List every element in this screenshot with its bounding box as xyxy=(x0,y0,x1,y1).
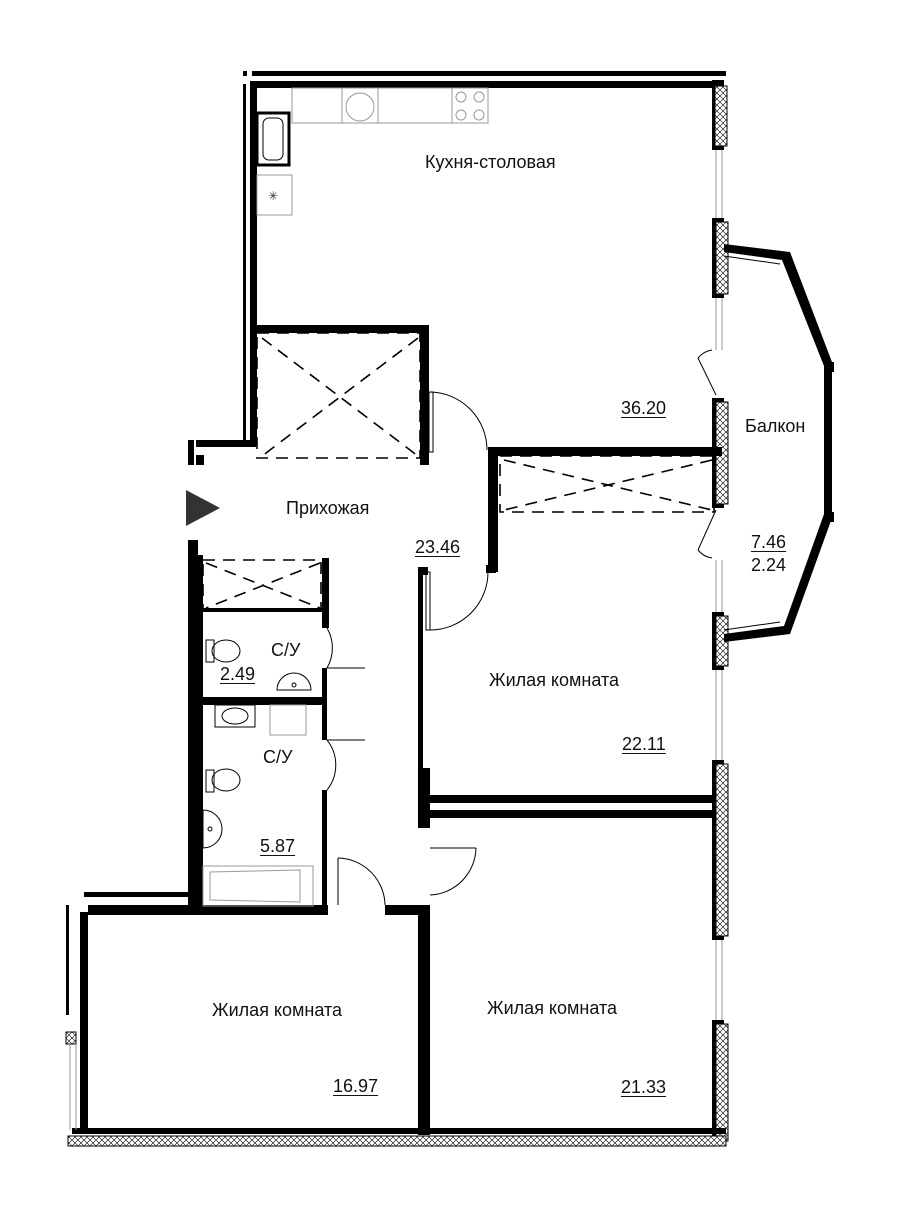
toilet-icon xyxy=(205,768,241,793)
closet-bedroom xyxy=(499,455,715,513)
closet-hall xyxy=(202,559,323,612)
sink-icon xyxy=(345,92,375,122)
kitchen-counter: ✳ xyxy=(255,87,489,216)
room-area-living2: 16.97 xyxy=(333,1076,379,1096)
bathroom-fixtures xyxy=(202,639,314,907)
room-name-living1: Жилая комната xyxy=(489,670,620,690)
room-area-balcony: 7.46 xyxy=(751,532,787,552)
bathtub-icon xyxy=(202,865,314,907)
closet-kitchen xyxy=(256,332,421,459)
bidet-icon xyxy=(214,704,256,728)
washing-machine-icon xyxy=(256,174,293,216)
room-area-balcony-reduced: 2.24 xyxy=(751,555,787,575)
room-name-balcony: Балкон xyxy=(745,416,806,436)
room-area-wc1: 2.49 xyxy=(220,664,256,684)
room-name-wc1: С/У xyxy=(271,640,301,660)
stove-icon xyxy=(451,87,489,124)
room-name-living2: Жилая комната xyxy=(212,1000,343,1020)
entrance-arrow-icon xyxy=(186,490,220,526)
room-name-kitchen: Кухня-столовая xyxy=(425,152,556,172)
room-area-living3: 21.33 xyxy=(621,1077,667,1097)
sink-icon xyxy=(202,809,223,849)
interior-walls xyxy=(84,325,722,1135)
room-area-wc2: 5.87 xyxy=(260,836,296,856)
room-name-living3: Жилая комната xyxy=(487,998,618,1018)
room-name-wc2: С/У xyxy=(263,747,293,767)
fridge-icon xyxy=(255,111,291,167)
svg-text:✳: ✳ xyxy=(268,189,278,203)
room-area-kitchen: 36.20 xyxy=(621,398,667,418)
room-area-hall: 23.46 xyxy=(415,537,461,557)
sink-icon xyxy=(276,672,312,691)
room-area-living1: 22.11 xyxy=(622,734,666,754)
toilet-icon xyxy=(205,639,241,663)
exterior-walls xyxy=(65,71,729,1147)
balcony-outline xyxy=(723,244,834,642)
room-name-hall: Прихожая xyxy=(286,498,370,518)
doors xyxy=(326,349,717,906)
